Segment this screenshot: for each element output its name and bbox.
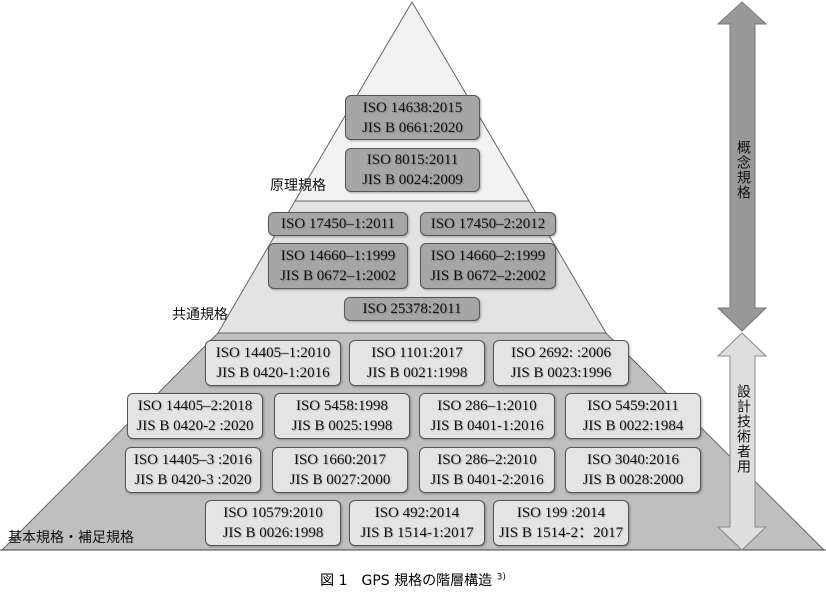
iso-standard-code: ISO 14405–1:2010 bbox=[215, 345, 331, 361]
concept-double-arrow bbox=[716, 1, 768, 332]
jis-standard-code: JIS B 0027:2000 bbox=[289, 472, 391, 488]
iso-standard-code: ISO 14405–2:2018 bbox=[137, 398, 253, 414]
iso-standard-code: ISO 14660–2:1999 bbox=[430, 248, 546, 264]
jis-standard-code: JIS B 0420-2 :2020 bbox=[136, 418, 254, 434]
iso-standard-code: ISO 14660–1:1999 bbox=[280, 248, 396, 264]
jis-standard-code: JIS B 0672–2:2002 bbox=[430, 268, 546, 284]
jis-standard-code: JIS B 0401-2:2016 bbox=[430, 472, 544, 488]
jis-standard-code: JIS B 0028:2000 bbox=[582, 472, 684, 488]
designer-double-arrow bbox=[716, 332, 768, 551]
jis-standard-code: JIS B 0023:1996 bbox=[510, 365, 612, 381]
jis-standard-code: JIS B 0420-1:2016 bbox=[216, 365, 330, 381]
basic-standards-label: 基本規格・補足規格 bbox=[8, 530, 134, 546]
iso-standard-code: ISO 17450–2:2012 bbox=[430, 216, 546, 232]
iso-standard-code: ISO 5459:2011 bbox=[587, 398, 679, 414]
iso-standard-code: ISO 25378:2011 bbox=[362, 301, 462, 317]
jis-standard-code: JIS B 0420-3 :2020 bbox=[134, 472, 252, 488]
iso-standard-code: ISO 492:2014 bbox=[374, 505, 460, 521]
iso-standard-code: ISO 1101:2017 bbox=[371, 345, 463, 361]
jis-standard-code: JIS B 0022:1984 bbox=[582, 418, 684, 434]
designer-use-label: 設計技術者用 bbox=[735, 384, 751, 474]
iso-standard-code: ISO 286–1:2010 bbox=[437, 398, 537, 414]
standard-box: ISO 17450–1:2011 bbox=[268, 212, 408, 236]
common-standards-label: 共通規格 bbox=[172, 307, 228, 323]
jis-standard-code: JIS B 0401-1:2016 bbox=[430, 418, 544, 434]
caption-reference: 3) bbox=[496, 572, 506, 583]
iso-standard-code: ISO 3040:2016 bbox=[586, 452, 680, 468]
iso-standard-code: ISO 14638:2015 bbox=[362, 99, 463, 116]
jis-standard-code: JIS B 0661:2020 bbox=[362, 119, 463, 136]
iso-standard-code: ISO 8015:2011 bbox=[366, 152, 459, 168]
jis-standard-code: JIS B 1514-2：2017 bbox=[498, 525, 624, 541]
jis-standard-code: JIS B 0024:2009 bbox=[362, 172, 463, 188]
standard-box: ISO 25378:2011 bbox=[344, 297, 480, 321]
jis-standard-code: JIS B 0021:1998 bbox=[366, 365, 468, 381]
iso-standard-code: ISO 10579:2010 bbox=[223, 505, 323, 521]
jis-standard-code: JIS B 1514-1:2017 bbox=[360, 525, 474, 541]
iso-standard-code: ISO 14405–3 :2016 bbox=[133, 452, 253, 468]
iso-standard-code: ISO 2692: :2006 bbox=[510, 345, 611, 361]
jis-standard-code: JIS B 0025:1998 bbox=[291, 418, 393, 434]
principle-standards-label: 原理規格 bbox=[270, 178, 326, 194]
iso-standard-code: ISO 17450–1:2011 bbox=[280, 216, 396, 232]
iso-standard-code: ISO 5458:1998 bbox=[295, 398, 389, 414]
figure-caption: 図 1 GPS 規格の階層構造 3) bbox=[0, 570, 826, 590]
caption-text: 図 1 GPS 規格の階層構造 bbox=[320, 573, 493, 589]
iso-standard-code: ISO 199 :2014 bbox=[516, 505, 606, 521]
jis-standard-code: JIS B 0672–1:2002 bbox=[280, 268, 396, 284]
iso-standard-code: ISO 286–2:2010 bbox=[437, 452, 537, 468]
concept-standards-label: 概念規格 bbox=[735, 140, 751, 200]
standard-box: ISO 17450–2:2012 bbox=[420, 212, 556, 236]
jis-standard-code: JIS B 0026:1998 bbox=[222, 525, 324, 541]
iso-standard-code: ISO 1660:2017 bbox=[293, 452, 387, 468]
